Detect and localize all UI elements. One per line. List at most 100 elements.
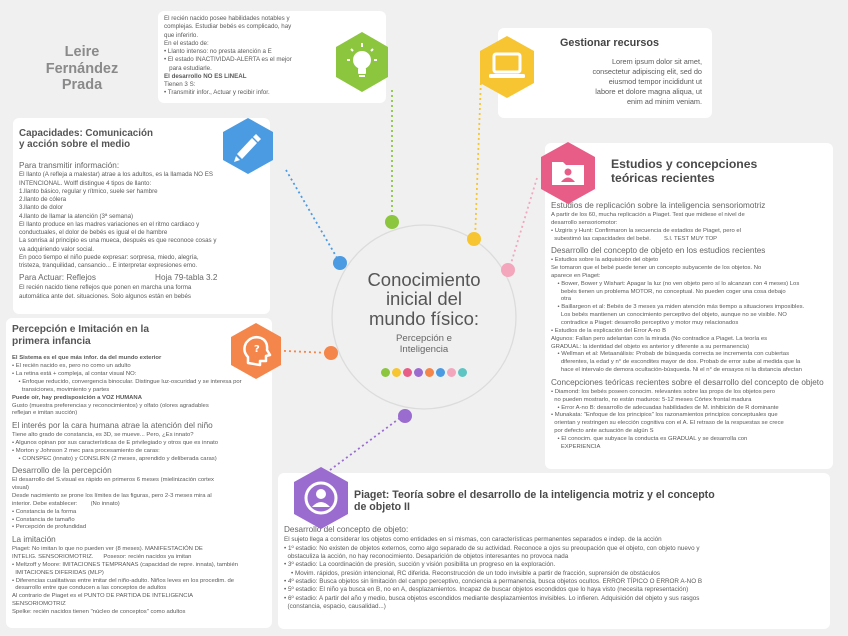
recursos-title: Gestionar recursos	[560, 37, 660, 49]
text-line: El llanto produce en las madres variacio…	[19, 220, 200, 228]
text-line: consectetur adipiscing elit, sed do	[592, 67, 702, 77]
swatch-lightpink	[447, 368, 456, 377]
text-line: va adquiriendo valor social.	[19, 245, 94, 253]
text-line: • Estudios sobre la adquisición del obje…	[551, 257, 659, 264]
text-line: • El estado INACTIVIDAD-ALERTA es el mej…	[164, 56, 292, 64]
text-line: enim ad minim veniam.	[626, 96, 702, 106]
text-line: • La retina está + compleja, al contar v…	[12, 371, 137, 378]
author-name: Leire Fernández Prada	[45, 44, 119, 94]
pink-icon-badge	[535, 140, 601, 206]
text-line: Se tomaron que el bebé puede tener un co…	[551, 265, 762, 272]
text-line: • Percepción de profundidad	[12, 524, 87, 531]
text-line: • Baillargeon et al: Bebés de 3 meses ya…	[551, 304, 805, 311]
text-line: El interés por la cara humana atrae la a…	[12, 421, 213, 431]
text-line: GRADUAL: la identidad del objeto es ante…	[551, 343, 750, 350]
text-line: Algunos: Fallan pero adelantan con la mi…	[551, 335, 768, 342]
swatch-pink	[403, 368, 412, 377]
text-line: SENSORIOMOTRIZ	[12, 601, 66, 608]
text-line: Desde nacimiento se prone los límites de…	[12, 493, 212, 500]
node-dot-purple	[398, 409, 412, 423]
text-line: A partir de los 60, mucha replicación a …	[551, 211, 745, 218]
svg-text:?: ?	[254, 344, 260, 355]
text-line: Desarrollo del concepto de objeto en los…	[551, 246, 766, 256]
text-line: obstaculiza la acción, no hay reconocimi…	[284, 552, 569, 560]
text-line: • Enfoque reducido, convergencia binocul…	[12, 378, 242, 385]
text-line: Los bebés mantienen un conocimiento perc…	[551, 312, 787, 319]
text-line: Puede oír, hay predisposición a VOZ HUMA…	[12, 394, 142, 401]
text-line: aparece en Piaget:	[551, 272, 601, 279]
text-line: • 4º estadio: Busca objetos sin limitaci…	[284, 578, 703, 586]
blue-icon-badge	[218, 116, 278, 176]
text-line: • 1º estadio: No existen de objetos exte…	[284, 544, 700, 552]
swatch-yellow	[392, 368, 401, 377]
node-dot-blue	[333, 256, 347, 270]
piaget-text: Desarrollo del concepto de objeto:El suj…	[284, 525, 824, 611]
node-dot-pink	[501, 263, 515, 277]
center-title: Conocimiento inicial del mundo físico:	[367, 269, 481, 329]
capacidades-title: Capacidades: Comunicación y acción sobre…	[19, 128, 153, 151]
text-line: El desarrollo NO ES LINEAL	[164, 72, 247, 80]
color-swatches	[364, 364, 484, 382]
percepcion-title: Percepción e Imitación en la primera inf…	[12, 324, 150, 347]
swatch-purple	[414, 368, 423, 377]
text-line: El recién nacido posee habilidades notab…	[164, 15, 290, 22]
text-line: diferentes, la edad y n° de escondites m…	[551, 359, 801, 366]
swatch-orange	[425, 368, 434, 377]
text-line: Desarrollo de la percepción	[12, 466, 112, 476]
text-line: bebés tienen un problema MOTOR, no conce…	[551, 288, 786, 295]
head-question-icon: ?	[243, 335, 272, 367]
text-line: (constancia, espacio, causalidad...)	[284, 603, 386, 611]
text-line: conductuales, el dolor de bebés es igual…	[19, 229, 168, 237]
text-line: Spelke: recién nacidos tienen "núcleo de…	[12, 608, 186, 615]
hub-ring	[331, 224, 517, 410]
text-line: por defecto ante actuación de algún S	[551, 428, 654, 435]
text-line: • Diferencias cualitativas entre imitar …	[12, 577, 235, 584]
folder-user-icon	[552, 162, 584, 185]
text-line: para estudiarle.	[164, 64, 212, 72]
text-line: desarrollo entre que conducen a las conc…	[12, 585, 167, 592]
text-line: automática ante det. situaciones. Solo a…	[19, 292, 191, 300]
text-line: visual)	[12, 485, 30, 492]
text-line: Gusto (muestra preferencias y reconocimi…	[12, 402, 209, 409]
percepcion-box: Percepción e Imitación en la primera inf…	[6, 318, 272, 628]
swatch-blue	[436, 368, 445, 377]
text-line: • Constancia de tamaño	[12, 516, 75, 523]
hand-pen-icon	[234, 134, 261, 162]
text-line: • Wellman et al: Metaanálisis: Probab de…	[551, 351, 790, 358]
text-line: • Morton y Johnson 2 mec para procesamie…	[12, 447, 160, 454]
text-line: Concepciones teóricas recientes sobre el…	[551, 377, 824, 387]
text-line: tristeza, tranquilidad, cansancio... E i…	[19, 262, 198, 270]
text-line: IMITACIONES DIFERIDAS (MLP)	[12, 569, 104, 576]
text-line: complejas. Estudiar bebés es complicado,…	[164, 23, 292, 31]
text-line: subestimó las capacidades del bebé. S.l.…	[551, 235, 718, 242]
swatch-green	[381, 368, 390, 377]
connector-purple	[329, 414, 405, 471]
text-line: La sonrisa al principio es una mueca, de…	[19, 237, 217, 245]
text-line: 1.llanto básico, regular y rítmico, suel…	[19, 187, 158, 195]
text-line: Piaget: No imitan lo que no pueden ver (…	[12, 546, 203, 553]
text-line: La imitación	[12, 535, 56, 545]
text-line: • 5º estadio: El niño ya busca en B, no …	[284, 586, 689, 594]
text-line: Para transmitir información:	[19, 160, 120, 170]
green-icon-badge	[330, 30, 394, 94]
connector-yellow	[474, 77, 482, 241]
text-line: • El conocim. que subyace la conducta es…	[551, 435, 748, 442]
text-line: En el estado de:	[164, 39, 209, 47]
estudios-text: Estudios de replicación sobre la intelig…	[551, 201, 827, 452]
text-line: contradice a Piaget: desarrollo percepti…	[551, 320, 739, 326]
text-line: Desarrollo del concepto de objeto:	[284, 525, 409, 535]
connector-blue	[285, 169, 341, 264]
text-line: • Estudios de la explicación del Error A…	[551, 327, 667, 334]
text-line: interior. Debe establecer: (No innato)	[12, 500, 120, 507]
text-line: Estudios de replicación sobre la intelig…	[551, 201, 766, 211]
piaget-box: Piaget: Teoría sobre el desarrollo de la…	[278, 473, 830, 629]
estudios-title: Estudios y concepciones teóricas recient…	[611, 157, 758, 186]
text-line: • Diamond: los bebés poseen conocim. rel…	[551, 388, 776, 395]
text-line: Al contrario de Piaget es el PUNTO DE PA…	[12, 593, 194, 600]
text-line: El sujeto llega a considerar los objetos…	[284, 536, 662, 544]
text-line: El Sistema es el que más infor. da del m…	[12, 355, 162, 362]
text-line: Para Actuar: Reflejos Hoja 79-tabla 3.2	[19, 273, 218, 283]
text-line: • Meltzoff y Moore: IMITACIONES TEMPRANA…	[12, 561, 238, 568]
text-line: • CONSPEC (innato) y CONSLIRN (2 meses, …	[12, 455, 217, 462]
